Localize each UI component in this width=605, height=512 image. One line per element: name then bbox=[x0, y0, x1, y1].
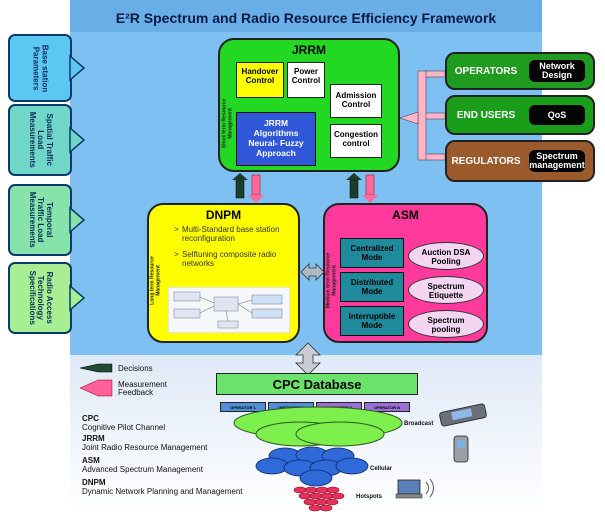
handover-control: Handover Control bbox=[236, 62, 284, 98]
operators-panel: OPERATORS Network Design bbox=[445, 52, 595, 90]
arrow-icon bbox=[69, 54, 86, 82]
dnpm-item-text: Multi-Standard base station reconfigurat… bbox=[182, 225, 280, 243]
acronym-abbr: CPC bbox=[82, 414, 99, 423]
decisions-legend-label: Decisions bbox=[118, 364, 153, 373]
dnpm-title: DNPM bbox=[205, 208, 242, 222]
laptop-wireless-icon bbox=[395, 478, 434, 499]
acronym-abbr: DNPM bbox=[82, 478, 106, 487]
operator-1-tag: OPERATOR 1 bbox=[220, 402, 266, 412]
broadcast-label: Broadcast bbox=[404, 421, 434, 427]
bullet-icon: > bbox=[174, 250, 179, 259]
cpc-database: CPC Database bbox=[216, 373, 418, 395]
acronym-abbr: JRRM bbox=[82, 434, 105, 443]
arrow-icon bbox=[69, 284, 86, 312]
qos-box: QoS bbox=[529, 105, 585, 125]
pda-device-icon bbox=[439, 403, 487, 427]
tab-arrows bbox=[69, 54, 86, 312]
acronym-full: Cognitive Pilot Channel bbox=[82, 423, 166, 432]
arrow-icon bbox=[346, 173, 362, 180]
acronym-full: Dynamic Network Planning and Management bbox=[82, 487, 243, 496]
double-arrow-icon bbox=[300, 263, 325, 281]
arrow-icon bbox=[69, 206, 86, 234]
arrow-icon bbox=[69, 126, 86, 154]
operator-n-tag: OPERATOR N bbox=[364, 402, 410, 412]
dnpm-flowchart-image bbox=[168, 287, 290, 333]
hotspot-layer bbox=[293, 486, 345, 512]
feedback-legend-icon bbox=[79, 379, 113, 397]
distributed-mode: Distributed Mode bbox=[340, 272, 404, 302]
power-control: Power Control bbox=[287, 62, 325, 98]
regulators-label: REGULATORS bbox=[451, 155, 521, 167]
acronym-full: Advanced Spectrum Management bbox=[82, 465, 203, 474]
asm-title: ASM bbox=[392, 208, 419, 222]
input-tab-rat-specs: Radio Access Technology Specifications bbox=[8, 262, 72, 334]
dnpm-item-1: > Multi-Standard base station reconfigur… bbox=[174, 225, 297, 243]
decisions-legend-icon bbox=[79, 363, 113, 373]
regulators-panel: REGULATORS Spectrum management bbox=[445, 140, 595, 182]
input-tab-base-station: Base station Parameters bbox=[8, 34, 72, 102]
mobile-phone-icon bbox=[453, 435, 469, 463]
feedback-legend-label: Measurement Feedback bbox=[118, 380, 167, 397]
centralized-mode: Centralized Mode bbox=[340, 238, 404, 268]
input-tab-spatial-traffic: Spatial Traffic Load Measurements bbox=[8, 104, 72, 176]
auction-dsa-ellipse: Auction DSA Pooling bbox=[408, 242, 484, 270]
end-users-label: END USERS bbox=[456, 109, 516, 121]
dnpm-item-2: > Selftuning composite radio networks bbox=[174, 250, 297, 268]
acronym-full: Joint Radio Resource Management bbox=[82, 443, 208, 452]
arrow-icon bbox=[248, 195, 264, 203]
arrow-icon bbox=[362, 195, 378, 203]
network-design-box: Network Design bbox=[529, 60, 585, 82]
dnpm-item-text: Selftuning composite radio networks bbox=[182, 250, 277, 268]
arrow-icon bbox=[232, 173, 248, 180]
jrrm-algorithms: JRRM Algorithms Neural- Fuzzy Approach bbox=[236, 112, 316, 166]
arrow-icon bbox=[399, 111, 419, 125]
bullet-icon: > bbox=[174, 225, 179, 234]
admission-control: Admission Control bbox=[330, 84, 382, 118]
broadcast-layer bbox=[233, 406, 403, 447]
acronym-abbr: ASM bbox=[82, 456, 100, 465]
title-bar: E²R Spectrum and Radio Resource Efficien… bbox=[70, 0, 542, 32]
spectrum-etiquette-ellipse: Spectrum Etiquette bbox=[408, 276, 484, 304]
interruptible-mode: Interruptible Mode bbox=[340, 306, 404, 336]
operators-label: OPERATORS bbox=[454, 65, 518, 77]
spectrum-management-box: Spectrum management bbox=[529, 150, 585, 172]
cellular-label: Cellular bbox=[370, 466, 393, 472]
congestion-control: Congestion control bbox=[330, 124, 382, 158]
hotspots-label: Hotspots bbox=[356, 494, 382, 500]
diagram-title: E²R Spectrum and Radio Resource Efficien… bbox=[115, 10, 497, 26]
end-users-panel: END USERS QoS bbox=[445, 95, 595, 135]
spectrum-pooling-ellipse: Spectrum pooling bbox=[408, 310, 484, 338]
jrrm-title: JRRM bbox=[291, 43, 326, 57]
cellular-layer bbox=[255, 446, 369, 487]
